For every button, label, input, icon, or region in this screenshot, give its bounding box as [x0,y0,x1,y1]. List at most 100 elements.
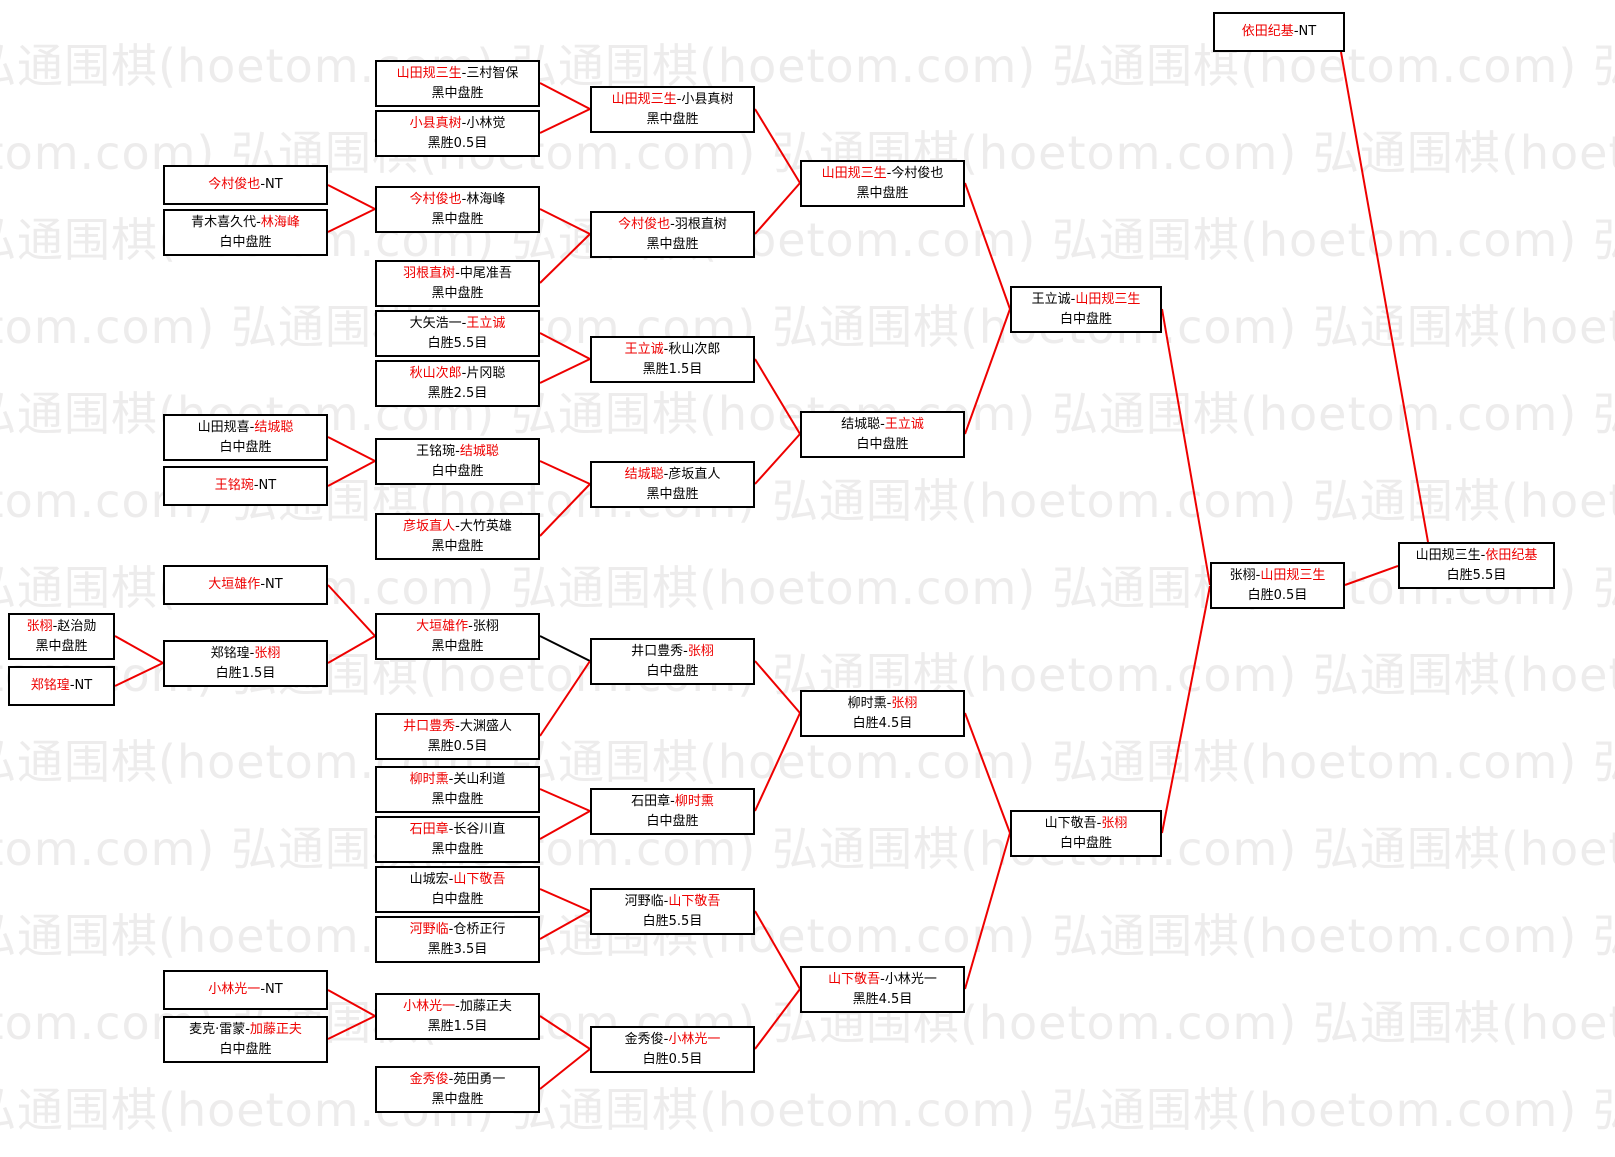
player-name: 林海峰 [260,214,300,230]
player-separator: - [448,921,454,937]
bye-label: NT [265,577,283,592]
connector-line [539,1048,591,1090]
connector-line [539,810,591,840]
player-name: 关山利道 [453,771,506,787]
player-name: 彦坂直人 [403,518,456,534]
match-players: 井口豊秀-大渊盛人 [377,717,538,737]
player-separator: - [52,618,58,634]
player-name: 片冈聪 [466,365,506,381]
player-name: 仓桥正行 [453,921,506,937]
match-players: 张栩-山田规三生 [1212,566,1343,586]
match-box: 王铭琬-结城聪白中盘胜 [375,438,540,485]
match-players: 王立诚-山田规三生 [1012,290,1160,310]
player-name: 山下敬吾 [1044,815,1097,831]
connector-line [964,712,1011,834]
match-box: 石田章-长谷川直黑中盘胜 [375,816,540,863]
match-box: 张栩-山田规三生白胜0.5目 [1210,562,1345,609]
player-name: 王立诚 [1031,291,1071,307]
match-players: 依田纪基-NT [1215,22,1343,42]
player-name: 山下敬吾 [453,871,506,887]
player-name: 小林光一 [208,982,261,997]
player-separator: - [260,177,266,192]
player-name: 柳时熏 [674,793,714,809]
player-name: 赵治勋 [57,618,97,634]
connector-line [754,433,801,485]
match-box: 大垣雄作-张栩黑中盘胜 [375,613,540,660]
player-separator: - [663,1031,669,1047]
match-result: 白胜4.5目 [852,715,913,731]
match-result: 黑中盘胜 [431,791,484,807]
match-box: 石田章-柳时熏白中盘胜 [590,788,755,835]
match-players: 今村俊也-羽根直树 [592,215,753,235]
match-players: 井口豊秀-张栩 [592,642,753,662]
match-players: 羽根直树-中尾准吾 [377,264,538,284]
player-name: 山田规三生 [1260,567,1326,583]
match-box: 山田规三生-依田纪基白胜5.5目 [1398,542,1555,589]
match-result: 黑中盘胜 [431,841,484,857]
player-separator: - [1480,547,1486,563]
connector-line [754,910,801,990]
match-box: 河野临-山下敬吾白胜5.5目 [590,888,755,935]
player-separator: - [663,893,669,909]
match-result: 黑中盘胜 [431,538,484,554]
player-separator: - [461,315,467,331]
match-result: 白中盘胜 [1059,835,1112,851]
connector-line [1161,308,1211,586]
player-name: 依田纪基 [1485,547,1538,563]
player-name: 山田规三生 [396,65,462,81]
player-name: 加藤正夫 [459,998,512,1014]
player-name: 山田规喜 [197,419,250,435]
match-result: 黑胜4.5目 [852,991,913,1007]
match-players: 郑铭瑝-张栩 [165,644,326,664]
player-separator: - [663,341,669,357]
player-separator: - [455,443,460,459]
match-players: 郑铭瑝-NT [10,676,113,696]
match-box: 山田规喜-结城聪白中盘胜 [163,414,328,461]
match-box: 井口豊秀-张栩白中盘胜 [590,638,755,685]
player-separator: - [670,793,675,809]
player-name: 王立诚 [466,315,506,331]
match-result: 黑中盘胜 [35,638,88,654]
match-box: 大矢浩一-王立诚白胜5.5目 [375,310,540,357]
player-name: 张栩 [472,618,499,634]
match-players: 山田规三生-今村俊也 [802,164,963,184]
match-box: 山田规三生-小县真树黑中盘胜 [590,86,755,133]
match-players: 山城宏-山下敬吾 [377,870,538,890]
match-box: 山下敬吾-小林光一黑胜4.5目 [800,966,965,1013]
match-result: 黑胜0.5目 [427,738,488,754]
player-name: 张栩 [687,643,714,659]
player-separator: - [256,214,261,230]
player-separator: - [663,466,669,482]
player-separator: - [260,982,266,997]
player-name: 山下敬吾 [828,971,881,987]
connector-line [1344,565,1399,586]
player-separator: - [249,645,255,661]
bye-box: 今村俊也-NT [163,165,328,205]
player-name: 今村俊也 [618,216,671,232]
connector-line [539,888,591,912]
match-box: 郑铭瑝-张栩白胜1.5目 [163,640,328,687]
match-players: 大垣雄作-NT [165,575,326,595]
match-box: 秋山次郎-片冈聪黑胜2.5目 [375,360,540,407]
match-box: 小县真树-小林觉黑胜0.5目 [375,110,540,157]
player-name: 石田章 [631,793,671,809]
player-name: 小林觉 [466,115,506,131]
bye-box: 依田纪基-NT [1213,12,1345,52]
player-name: 金秀俊 [409,1071,449,1087]
match-players: 山田规三生-三村智保 [377,64,538,84]
player-separator: - [448,821,454,837]
match-players: 小县真树-小林觉 [377,114,538,134]
connector-line [539,208,591,235]
player-name: 结城聪 [254,419,294,435]
match-result: 黑中盘胜 [431,211,484,227]
player-name: 金秀俊 [624,1031,664,1047]
player-name: 王铭琬 [214,478,254,493]
player-name: 今村俊也 [891,165,944,181]
match-players: 秋山次郎-片冈聪 [377,364,538,384]
player-separator: - [455,998,460,1014]
match-box: 王立诚-山田规三生白中盘胜 [1010,286,1162,333]
match-result: 白胜0.5目 [1247,587,1308,603]
match-players: 河野临-山下敬吾 [592,892,753,912]
player-name: 彦坂直人 [668,466,721,482]
player-separator: - [260,577,266,592]
